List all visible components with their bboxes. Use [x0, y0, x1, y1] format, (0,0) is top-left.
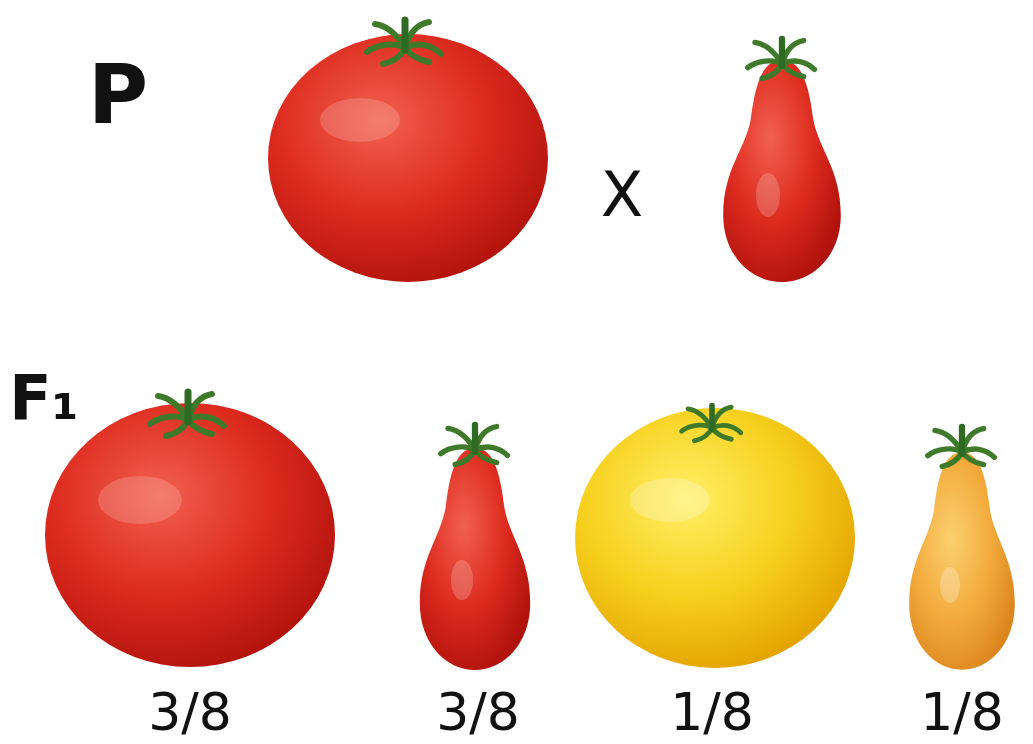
pear-red-tomato: [723, 39, 841, 282]
ratio-label: 3/8: [436, 686, 520, 738]
ratio-label: 1/8: [670, 686, 754, 738]
ratio-label: 1/8: [920, 686, 1004, 738]
pear-yellow-tomato: [909, 427, 1015, 670]
generation-label: P: [88, 54, 148, 136]
cross-symbol: X: [601, 164, 643, 226]
round-yellow-tomato: [575, 406, 855, 668]
round-red-tomato: [268, 20, 548, 282]
round-red-tomato: [45, 392, 335, 667]
generation-label: F₁: [9, 367, 79, 429]
ratio-label: 3/8: [148, 686, 232, 738]
pear-red-tomato: [420, 425, 530, 670]
